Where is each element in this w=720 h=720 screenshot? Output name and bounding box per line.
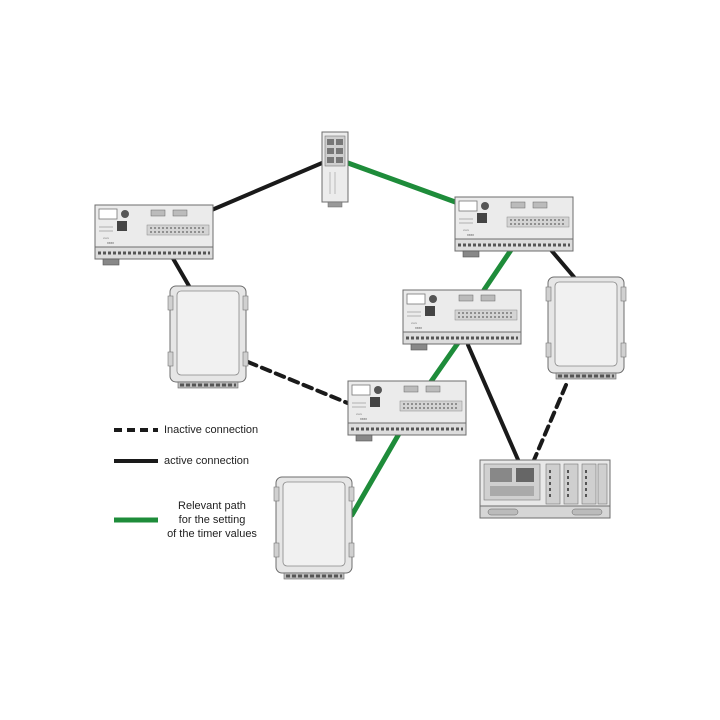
relevant-link-center-bottom xyxy=(349,429,403,518)
relevant-link-mid-center xyxy=(427,340,461,386)
controller-device-icon xyxy=(93,203,215,267)
active-link-mid-io xyxy=(466,343,521,464)
enclosure-icon xyxy=(272,475,356,581)
io-module-icon xyxy=(479,459,611,519)
legend-relevant-line3: of the timer values xyxy=(167,528,257,540)
legend-active-label: active connection xyxy=(164,455,249,467)
connections xyxy=(169,160,576,518)
legend-relevant-line2: for the setting xyxy=(178,514,246,526)
inactive-link-box-center xyxy=(246,360,352,406)
active-link-switch-left xyxy=(205,161,324,214)
enclosure-icon xyxy=(544,275,628,381)
controller-device-icon xyxy=(453,195,575,259)
active-link-left-box xyxy=(169,253,191,288)
legend-inactive-label: Inactive connection xyxy=(164,424,259,436)
legend-relevant-label: Relevant path for the setting of the tim… xyxy=(160,499,264,541)
active-link-right-box xyxy=(549,248,576,279)
din-switch-icon xyxy=(321,131,349,208)
legend-relevant-line1: Relevant path xyxy=(178,500,246,512)
relevant-link-right-mid xyxy=(481,247,514,293)
inactive-link-box-io xyxy=(532,383,568,462)
controller-device-icon xyxy=(401,288,523,352)
enclosure-icon xyxy=(166,284,250,390)
relevant-link-switch-right xyxy=(345,160,461,206)
controller-device-icon xyxy=(346,379,468,443)
